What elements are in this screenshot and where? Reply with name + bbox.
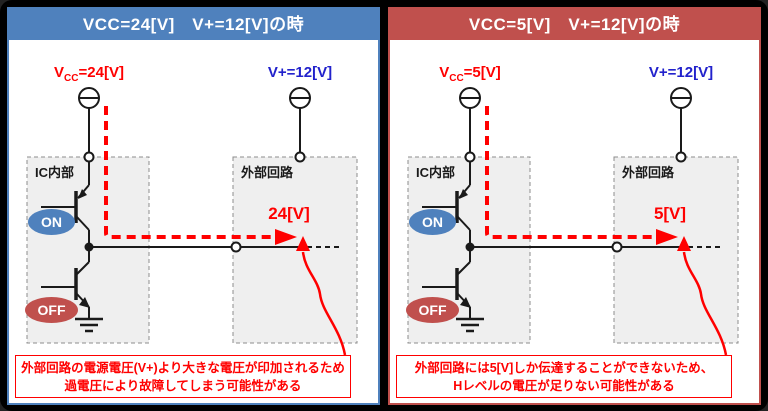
panel-vcc-5v: VCC=5[V] V+=12[V]の時 VCC=5[V] V+=12[V] IC…	[388, 7, 761, 405]
off-badge: OFF	[25, 297, 78, 323]
output-voltage-label: 24[V]	[268, 204, 310, 223]
panel-body: VCC=24[V] V+=12[V] IC内部 外部回路 ON OFF 24[V…	[7, 38, 380, 405]
panel-header: VCC=24[V] V+=12[V]の時	[7, 7, 380, 38]
vcc-subscript: CC	[449, 73, 464, 84]
panel-title: VCC=5[V] V+=12[V]の時	[468, 15, 681, 34]
ic-internal-label: IC内部	[35, 165, 75, 180]
external-circuit-label: 外部回路	[241, 165, 294, 180]
note-line-1: 外部回路の電源電圧(V+)より大きな電圧が印加されるため	[21, 360, 345, 375]
on-badge: ON	[28, 209, 75, 235]
panel-body: VCC=5[V] V+=12[V] IC内部 外部回路 ON OFF 5[V] …	[388, 38, 761, 405]
vcc-symbol: V	[54, 64, 65, 81]
output-voltage-label: 5[V]	[653, 204, 687, 223]
vcc-voltage-label: VCC=24[V]	[19, 64, 159, 84]
external-circuit-label: 外部回路	[622, 165, 675, 180]
note-line-2: Hレベルの電圧が足りない可能性がある	[453, 378, 675, 393]
vcc-subscript: CC	[64, 73, 79, 84]
ic-internal-label: IC内部	[416, 165, 456, 180]
on-badge: ON	[409, 209, 456, 235]
vcc-value: =24[V]	[78, 64, 124, 81]
note-box: 外部回路には5[V]しか伝達することができないため、 Hレベルの電圧が足りない可…	[396, 355, 732, 398]
note-line-2: 過電圧により故障してしまう可能性がある	[64, 378, 302, 393]
vcc-value: =5[V]	[463, 64, 501, 81]
note-line-1: 外部回路には5[V]しか伝達することができないため、	[414, 360, 714, 375]
note-box: 外部回路の電源電圧(V+)より大きな電圧が印加されるため 過電圧により故障してし…	[15, 355, 351, 398]
vcc-symbol: V	[439, 64, 450, 81]
vplus-voltage-label: V+=12[V]	[267, 64, 333, 81]
panel-header: VCC=5[V] V+=12[V]の時	[388, 7, 761, 38]
panel-title: VCC=24[V] V+=12[V]の時	[82, 15, 305, 34]
panel-vcc-24v: VCC=24[V] V+=12[V]の時 VCC=24[V] V+=12[V] …	[7, 7, 380, 405]
off-badge: OFF	[406, 297, 459, 323]
vplus-voltage-label: V+=12[V]	[648, 64, 714, 81]
vcc-voltage-label: VCC=5[V]	[400, 64, 540, 84]
